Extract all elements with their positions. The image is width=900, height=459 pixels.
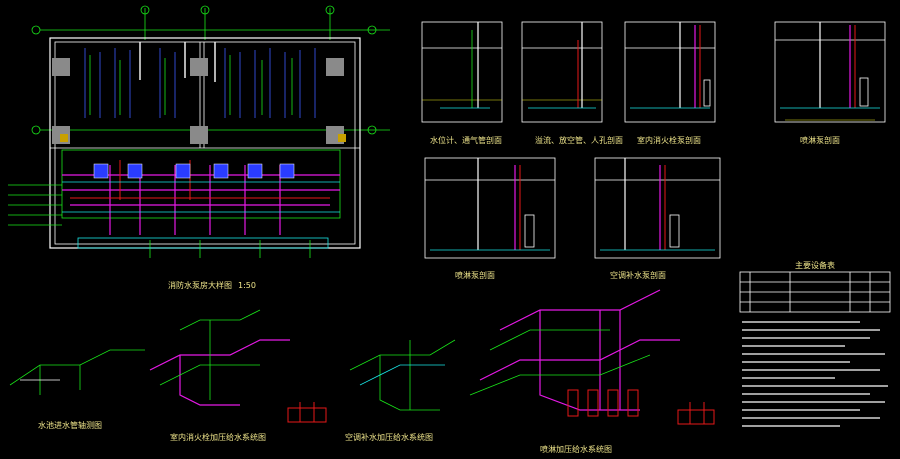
iso-indoor-hydrant: 室内消火栓加压给水系统图 [149, 309, 327, 442]
iso-spray-title: 喷淋加压给水系统图 [540, 444, 612, 454]
pump-units [93, 163, 295, 179]
sec-spray2-title: 喷淋泵剖面 [455, 270, 495, 280]
equipment-table: 主要设备表 [739, 260, 891, 313]
column [326, 58, 344, 76]
legend-title: 主要设备表 [795, 260, 835, 270]
sec-level-title: 水位计、通气管剖面 [430, 135, 502, 145]
section-indoor-hydrant: 室内消火栓泵剖面 [624, 21, 716, 145]
plan-title: 消防水泵房大样图 [168, 280, 232, 290]
sec-ac-title: 空调补水泵剖面 [610, 270, 666, 280]
iso-tank-inlet: 水池进水管轴测图 [9, 349, 145, 430]
pump-base [287, 407, 327, 423]
column [190, 126, 208, 144]
column [52, 58, 70, 76]
column [190, 58, 208, 76]
design-notes [742, 321, 888, 427]
plan-scale: 1:50 [238, 281, 256, 290]
section-spray-pump-2: 喷淋泵剖面 [424, 157, 556, 280]
section-level-gauge: 水位计、通气管剖面 [421, 21, 503, 145]
section-ac-makeup: 空调补水泵剖面 [594, 157, 721, 280]
section-overflow: 溢流、放空管、人孔剖面 [521, 21, 623, 145]
spray-pump-bases [567, 389, 639, 417]
iso-indoor-title: 室内消火栓加压给水系统图 [170, 432, 266, 442]
pump-room-plan: 消防水泵房大样图 1:50 [8, 5, 390, 290]
section-spray-pump-1: 喷淋泵剖面 [774, 21, 886, 145]
iso-tank-title: 水池进水管轴测图 [38, 420, 102, 430]
iso-spray-system: 喷淋加压给水系统图 [469, 289, 715, 454]
sec-spray1-title: 喷淋泵剖面 [800, 135, 840, 145]
sec-overflow-title: 溢流、放空管、人孔剖面 [535, 135, 623, 145]
iso-ac-title: 空调补水加压给水系统图 [345, 432, 433, 442]
sec-indoor-title: 室内消火栓泵剖面 [637, 135, 701, 145]
iso-ac-makeup: 空调补水加压给水系统图 [345, 339, 456, 442]
